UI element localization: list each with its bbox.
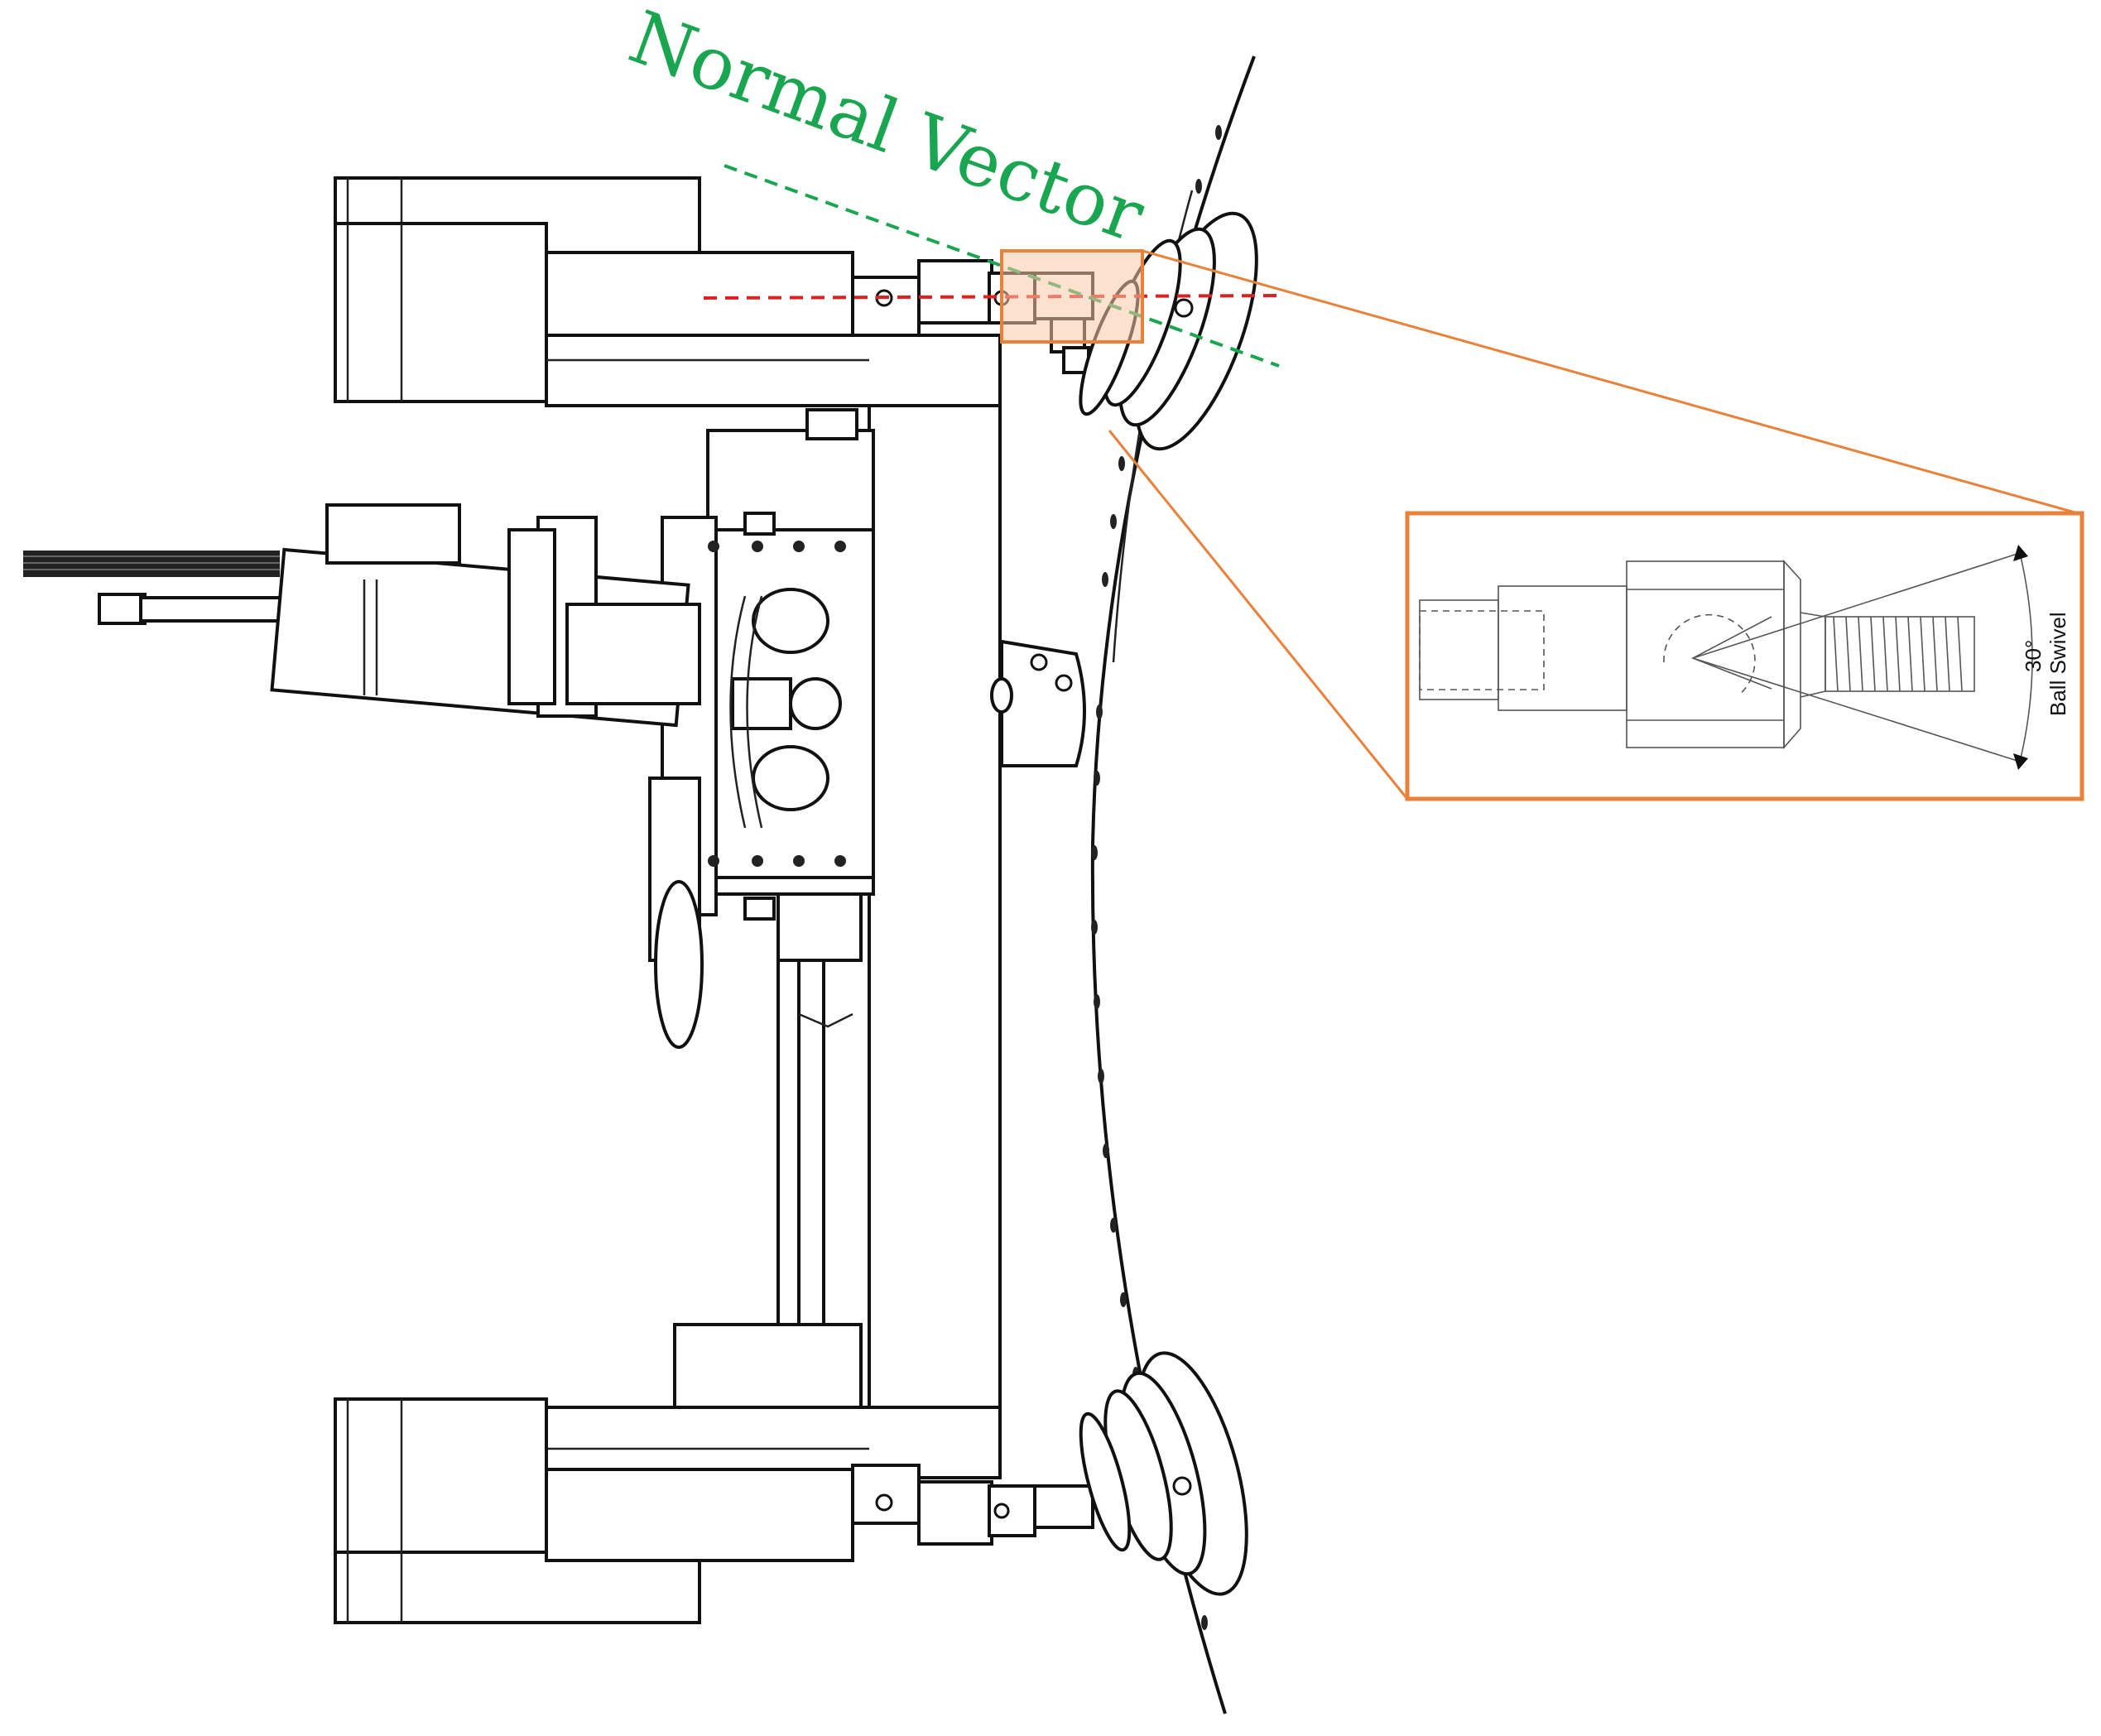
bottom-ball-swivel-joint — [851, 1464, 1094, 1546]
carriage-wheels — [729, 588, 842, 829]
callout-leader-lower — [1108, 430, 1409, 800]
vertical-rail — [776, 892, 863, 1359]
ball-swivel-detail-inset: 30° Ball Swivel — [1405, 511, 2084, 801]
swivel-angle-label: 30° — [2021, 640, 2046, 672]
bottom-drive-motor — [334, 1323, 863, 1624]
callout-highlight — [1000, 249, 1144, 344]
swivel-angle-dimension — [1692, 545, 2033, 770]
carriage-bolt-holes — [708, 541, 846, 867]
threaded-stud — [1825, 616, 1975, 692]
swivel-drawing — [1419, 545, 2033, 770]
main-frame — [545, 251, 1002, 1479]
callout-leader-upper — [1142, 249, 2079, 515]
joint-axis-line — [703, 294, 1284, 300]
ball-swivel-label: Ball Swivel — [2046, 612, 2070, 716]
linear-actuator — [23, 503, 701, 728]
surface-bolt-holes — [1091, 125, 1222, 1630]
normal-vector-line — [724, 164, 1280, 368]
side-roller-bracket — [990, 639, 1086, 767]
bottom-suction-cup — [1079, 1351, 1248, 1596]
actuator-lead-screw — [23, 551, 280, 577]
